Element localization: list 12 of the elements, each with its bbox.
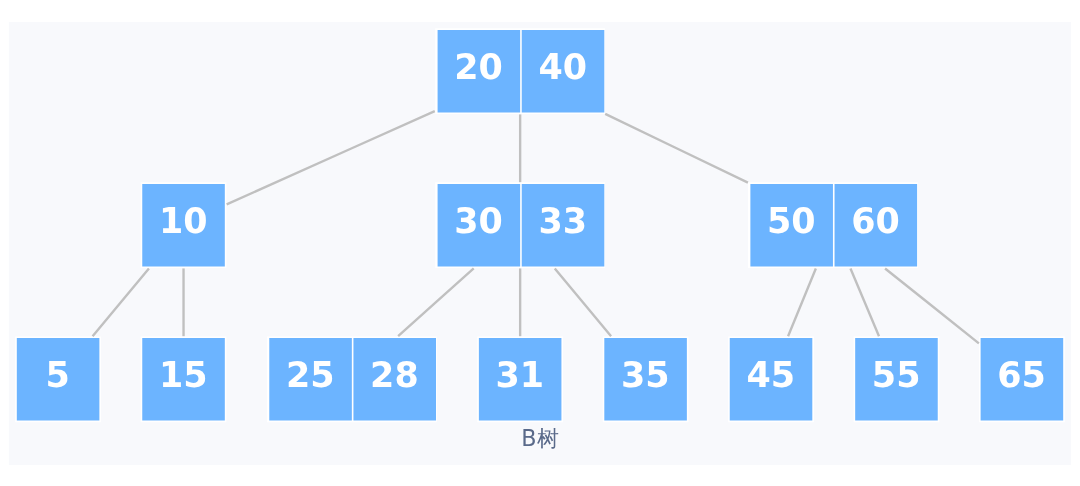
connector (397, 267, 475, 337)
connector (849, 267, 881, 337)
connector (786, 267, 817, 337)
connector (226, 109, 436, 205)
connector (518, 267, 522, 336)
connector (553, 267, 612, 337)
connector (182, 267, 185, 336)
connector (91, 267, 150, 337)
connector (518, 113, 522, 182)
connector (884, 267, 980, 344)
connector (604, 112, 749, 184)
caption: B树 (521, 424, 559, 451)
